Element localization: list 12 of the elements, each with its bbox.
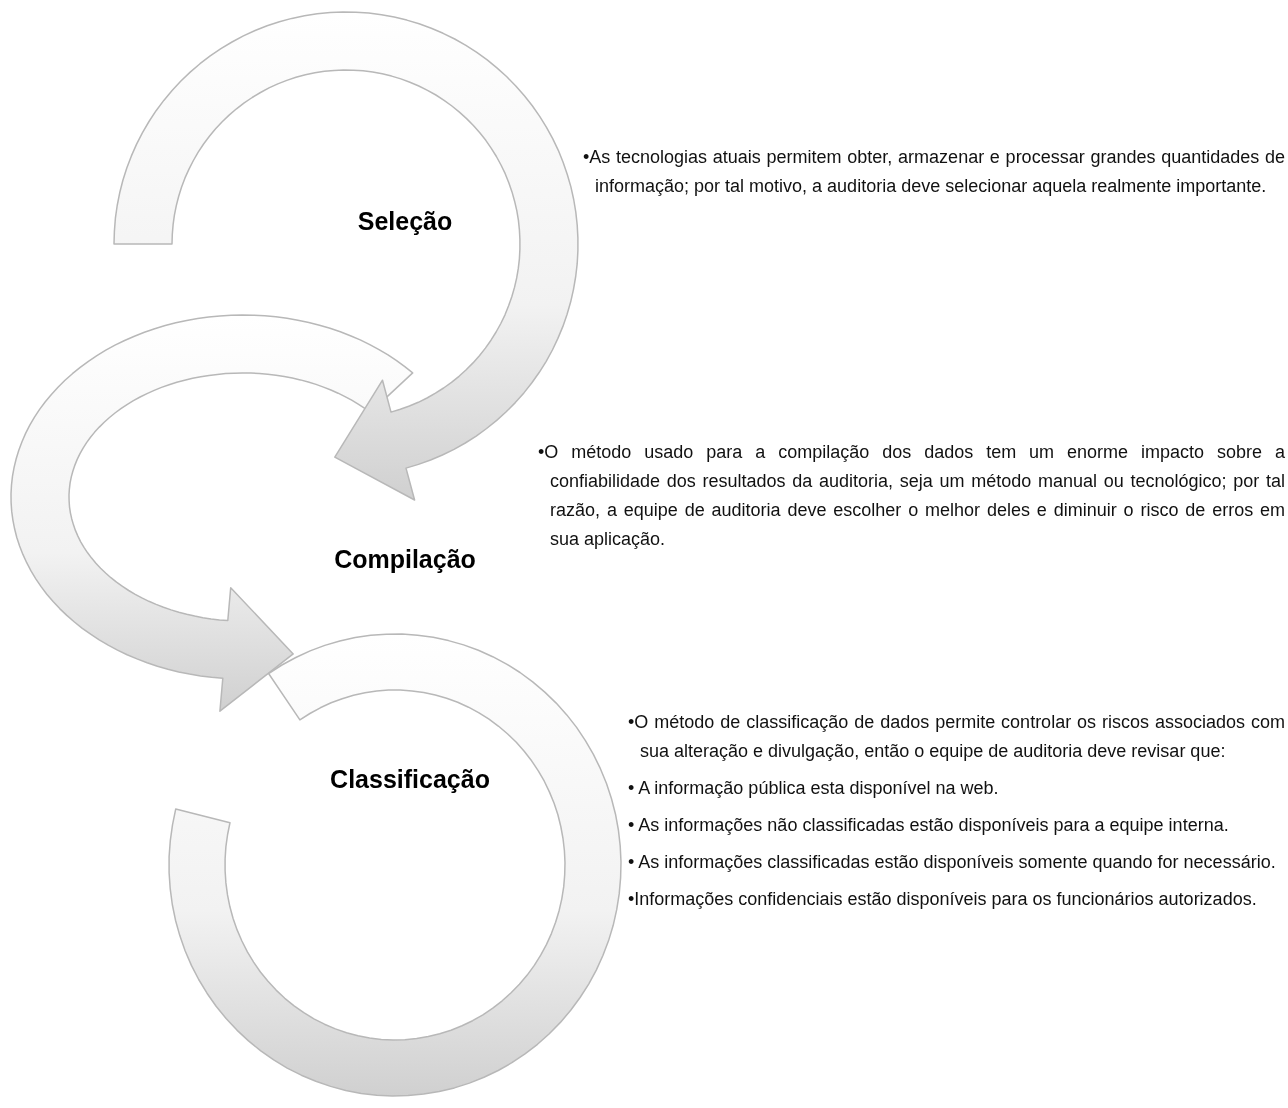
curved-arrow bbox=[113, 11, 579, 501]
description-text: •O método usado para a compilação dos dados tem um enorme impacto sobre a confiabilidade dos resultados da auditoria, seja um método manual ou tecnológico; por tal razão, a equipe de auditoria deve escolher o melhor deles e diminuir o risco de erros em sua aplicação. bbox=[538, 441, 1285, 551]
description-text: • As informações classificadas estão disponíveis somente quando for necessário. bbox=[628, 851, 1277, 874]
stage-title: Seleção bbox=[357, 206, 453, 238]
description-text: • As informações não classificadas estão disponíveis para a equipe interna. bbox=[628, 814, 1230, 837]
description-text: • A informação pública esta disponível na web. bbox=[628, 777, 1000, 800]
curved-arrow bbox=[10, 314, 414, 712]
description-text: •O método de classificação de dados permite controlar os riscos associados com sua alteração e divulgação, então o equipe de auditoria deve revisar que: bbox=[628, 711, 1285, 763]
description-text: •Informações confidenciais estão disponíveis para os funcionários autorizados. bbox=[628, 888, 1258, 911]
stage-title: Compilação bbox=[334, 544, 476, 576]
description-text: •As tecnologias atuais permitem obter, armazenar e processar grandes quantidades de informação; por tal motivo, a auditoria deve selecionar aquela realmente importante. bbox=[583, 146, 1285, 198]
stage-title: Classificação bbox=[330, 764, 490, 796]
